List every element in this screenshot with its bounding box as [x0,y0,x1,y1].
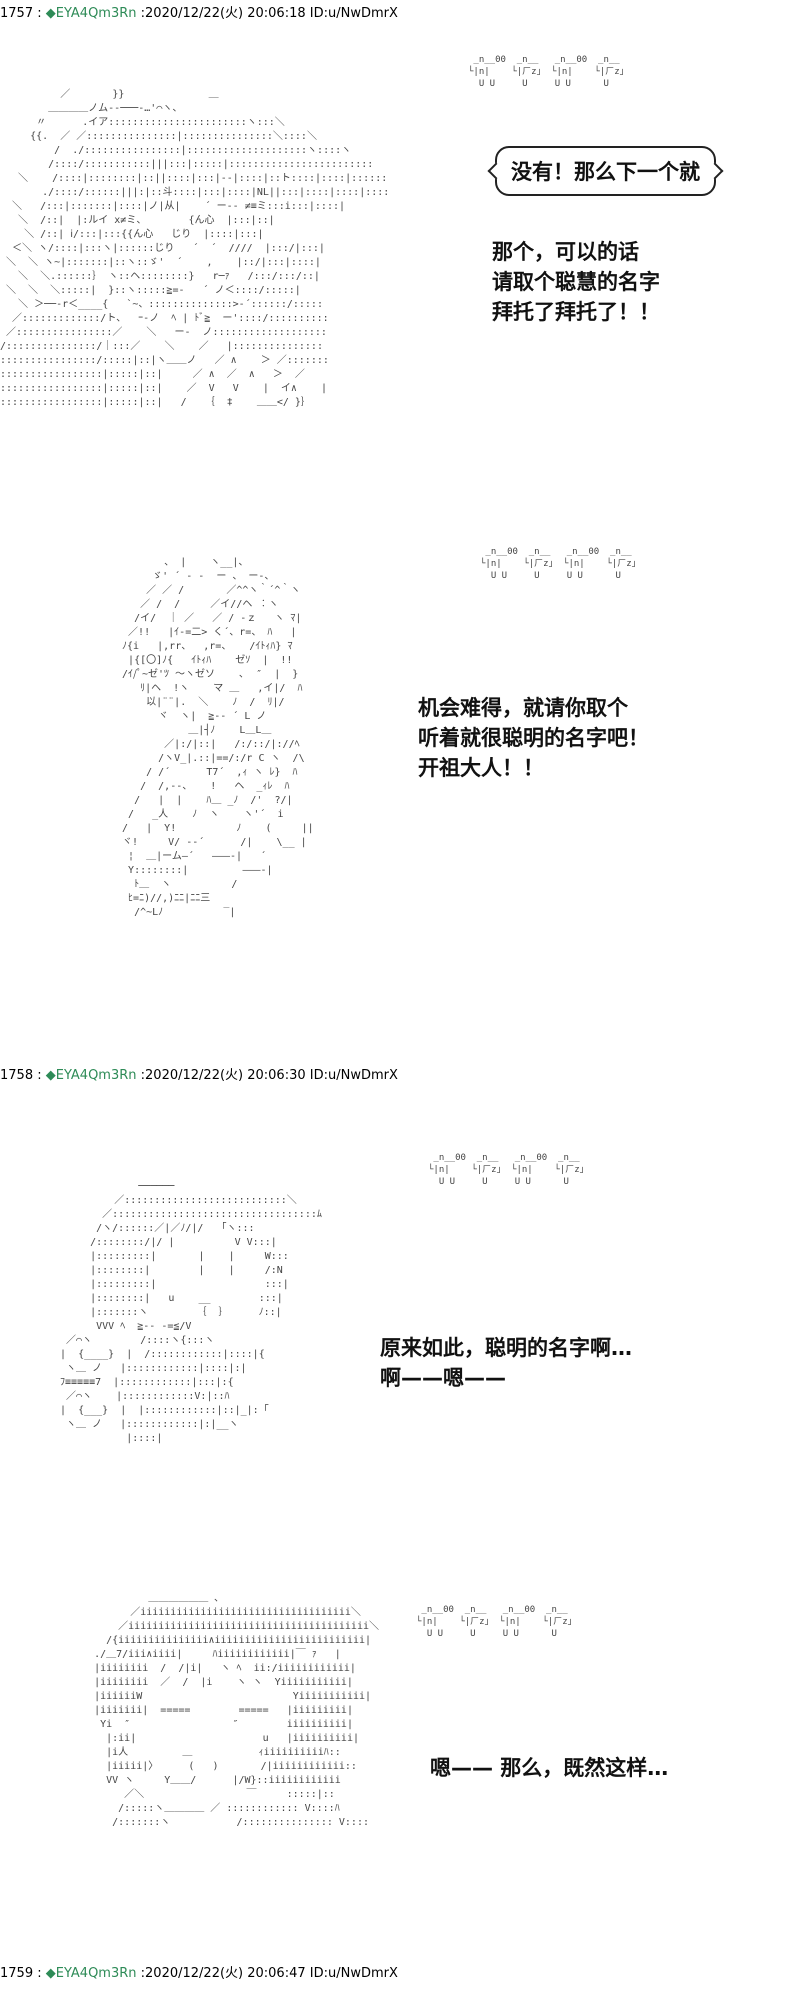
dialog-line: 嗯—— 那么，既然这样… [430,1756,669,1780]
sfx-row: _n__00 _n__ _n__00 _n__ [416,1605,568,1615]
separator: : [37,1966,42,1981]
post-header-1757: 1757 : ◆EYA4Qm3Rn :2020/12/22(火) 20:06:1… [0,2,398,21]
sfx-text-3: _n__00 _n__ _n__00 _n__ └|n| └|ㄏz」 └|n| … [428,1152,589,1188]
ascii-art-character-3: ────── ／:::::::::::::::::::::::::::＼ ／::… [60,1181,322,1444]
dialog-line: 请取个聪慧的名字 [492,270,660,294]
dialog-line: 那个，可以的话 [492,240,639,264]
post-id[interactable]: ID:u/NwDmrX [309,1966,398,1981]
post-datetime: :2020/12/22(火) 20:06:18 [140,6,306,21]
ascii-art-character-1: ／ }} ＿ ＿＿＿＿ノム-‐───-…'⌒ヽ、 〃 .イア::::::::::… [0,89,390,408]
sfx-text-1: _n__00 _n__ _n__00 _n__ └|n| └|ㄏz」 └|n| … [468,54,629,90]
dialog-line: 听着就很聪明的名字吧！ [418,726,649,750]
sfx-row: └|n| └|ㄏz」 └|n| └|ㄏz」 [480,559,641,569]
post-header-1758: 1758 : ◆EYA4Qm3Rn :2020/12/22(火) 20:06:3… [0,1064,398,1083]
sfx-text-2: _n__00 _n__ _n__00 _n__ └|n| └|ㄏz」 └|n| … [480,546,641,582]
sfx-row: _n__00 _n__ _n__00 _n__ [428,1153,580,1163]
separator: : [37,1068,42,1083]
sfx-row: U U U U U U [468,79,609,89]
post-datetime: :2020/12/22(火) 20:06:30 [140,1068,306,1083]
post-datetime: :2020/12/22(火) 20:06:47 [140,1966,306,1981]
dialog-line: 开祖大人！！ [418,756,544,780]
sfx-row: U U U U U U [428,1177,569,1187]
sfx-row: └|n| └|ㄏz」 └|n| └|ㄏz」 [468,67,629,77]
post-name-link[interactable]: EYA4Qm3Rn [55,6,137,21]
dialog-line: 机会难得，就请你取个 [418,696,628,720]
bubble-text: 没有！那么下一个就 [511,160,700,184]
sfx-row: U U U U U U [416,1629,557,1639]
post-id[interactable]: ID:u/NwDmrX [309,1068,398,1083]
speech-bubble: 没有！那么下一个就 [495,146,716,196]
dialog-line: 原来如此，聪明的名字啊… [380,1336,632,1360]
ascii-art-character-2: 、 | ヽ__|、 ゞ' ´ ‐ - ー 、 ー-、 ／ ／ / ／^^ヽ｀´^… [122,557,314,918]
ascii-art-character-4: ＿＿＿＿＿＿ ､ ／iiiiiiiiiiiiiiiiiiiiiiiiiiiiii… [94,1593,379,1828]
post-name-link[interactable]: EYA4Qm3Rn [55,1966,137,1981]
dialog-line: 啊——嗯—— [380,1366,506,1390]
trip-diamond-icon: ◆ [45,1966,56,1981]
sfx-row: _n__00 _n__ _n__00 _n__ [480,547,632,557]
post-name-link[interactable]: EYA4Qm3Rn [55,1068,137,1083]
post-id[interactable]: ID:u/NwDmrX [309,6,398,21]
sfx-row: └|n| └|ㄏz」 └|n| └|ㄏz」 [428,1165,589,1175]
post-number: 1758 [0,1068,34,1083]
sfx-row: _n__00 _n__ _n__00 _n__ [468,55,620,65]
trip-diamond-icon: ◆ [45,1068,56,1083]
separator: : [37,6,42,21]
post-number: 1757 [0,6,34,21]
post-number: 1759 [0,1966,34,1981]
post-header-1759: 1759 : ◆EYA4Qm3Rn :2020/12/22(火) 20:06:4… [0,1962,398,1981]
sfx-row: U U U U U U [480,571,621,581]
sfx-row: └|n| └|ㄏz」 └|n| └|ㄏz」 [416,1617,577,1627]
sfx-text-4: _n__00 _n__ _n__00 _n__ └|n| └|ㄏz」 └|n| … [416,1604,577,1640]
dialog-line: 拜托了拜托了！！ [492,300,660,324]
trip-diamond-icon: ◆ [45,6,56,21]
